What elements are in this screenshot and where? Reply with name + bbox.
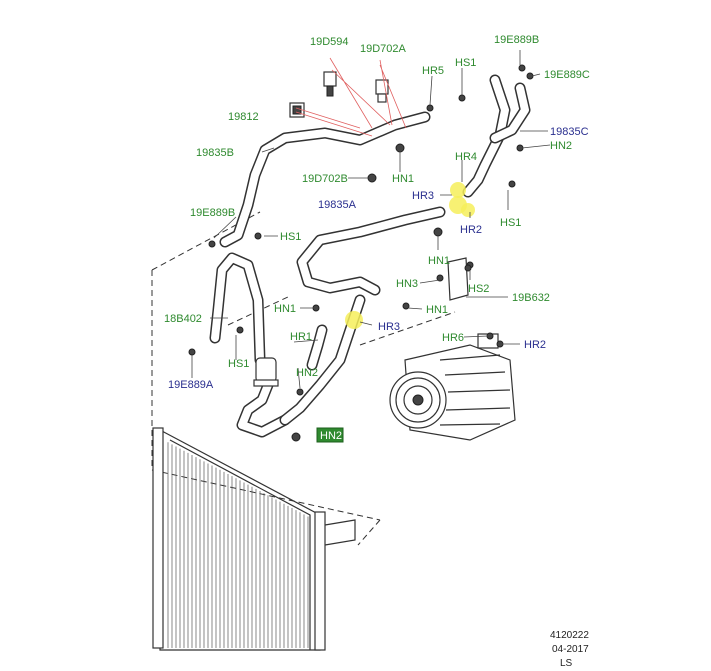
assembly-outline (151, 211, 456, 546)
drawing-stamp: 4120222 04-2017 LS (550, 630, 589, 669)
label-hn1: HN1 (392, 173, 414, 185)
label-19e889b: 19E889B (190, 207, 235, 219)
label-hr2: HR2 (524, 339, 546, 351)
hose-assembly-19835a (296, 206, 446, 296)
label-hs1: HS1 (455, 57, 476, 69)
stamp-number: 4120222 (550, 630, 589, 641)
compressor (389, 333, 516, 441)
label-hr3: HR3 (378, 321, 400, 333)
label-hr5: HR5 (422, 65, 444, 77)
label-hn2: HN2 (550, 140, 572, 152)
part-labels: 19D594 19D702A HR5 HS1 19E889B 19E889C 1… (164, 34, 590, 391)
label-hs2: HS2 (468, 283, 489, 295)
label-19b632: 19B632 (512, 292, 550, 304)
label-hs1: HS1 (228, 358, 249, 370)
bracket-19b632 (447, 257, 469, 301)
label-hn1: HN1 (274, 303, 296, 315)
label-hs1: HS1 (280, 231, 301, 243)
valve-19d702a (375, 79, 389, 103)
label-19d702b: 19D702B (302, 173, 348, 185)
label-hn1: HN1 (426, 304, 448, 316)
label-hn2: HN2 (296, 367, 318, 379)
label-hn3: HN3 (396, 278, 418, 290)
hose-assembly-19835b (219, 111, 431, 248)
hn2-badge-text: HN2 (320, 430, 342, 442)
receiver-drier (253, 357, 279, 387)
label-19e889a: 19E889A (168, 379, 214, 391)
fasteners (188, 64, 534, 442)
hose-assembly-19835c (462, 74, 531, 198)
pressure-sensor-19d594 (323, 71, 337, 97)
label-hs1: HS1 (500, 217, 521, 229)
label-19812: 19812 (228, 111, 259, 123)
label-19e889c: 19E889C (544, 69, 590, 81)
label-19d594: 19D594 (310, 36, 349, 48)
leader-lines (191, 50, 551, 389)
label-19835a: 19835A (318, 199, 357, 211)
stamp-initials: LS (560, 658, 573, 669)
label-hr4: HR4 (455, 151, 477, 163)
label-19835b: 19835B (196, 147, 234, 159)
label-hn1: HN1 (428, 255, 450, 267)
highlights (345, 182, 475, 329)
label-hr3: HR3 (412, 190, 434, 202)
label-hr1: HR1 (290, 331, 312, 343)
stamp-date: 04-2017 (552, 644, 589, 655)
label-19d702a: 19D702A (360, 43, 407, 55)
label-hr2: HR2 (460, 224, 482, 236)
label-19e889b: 19E889B (494, 34, 539, 46)
label-hr6: HR6 (442, 332, 464, 344)
label-19835c: 19835C (550, 126, 589, 138)
condenser-fins (167, 442, 309, 648)
condenser (152, 427, 356, 651)
label-18b402: 18B402 (164, 313, 202, 325)
hose-assembly-18b402 (209, 252, 291, 438)
hn2-badge: HN2 (316, 427, 344, 443)
